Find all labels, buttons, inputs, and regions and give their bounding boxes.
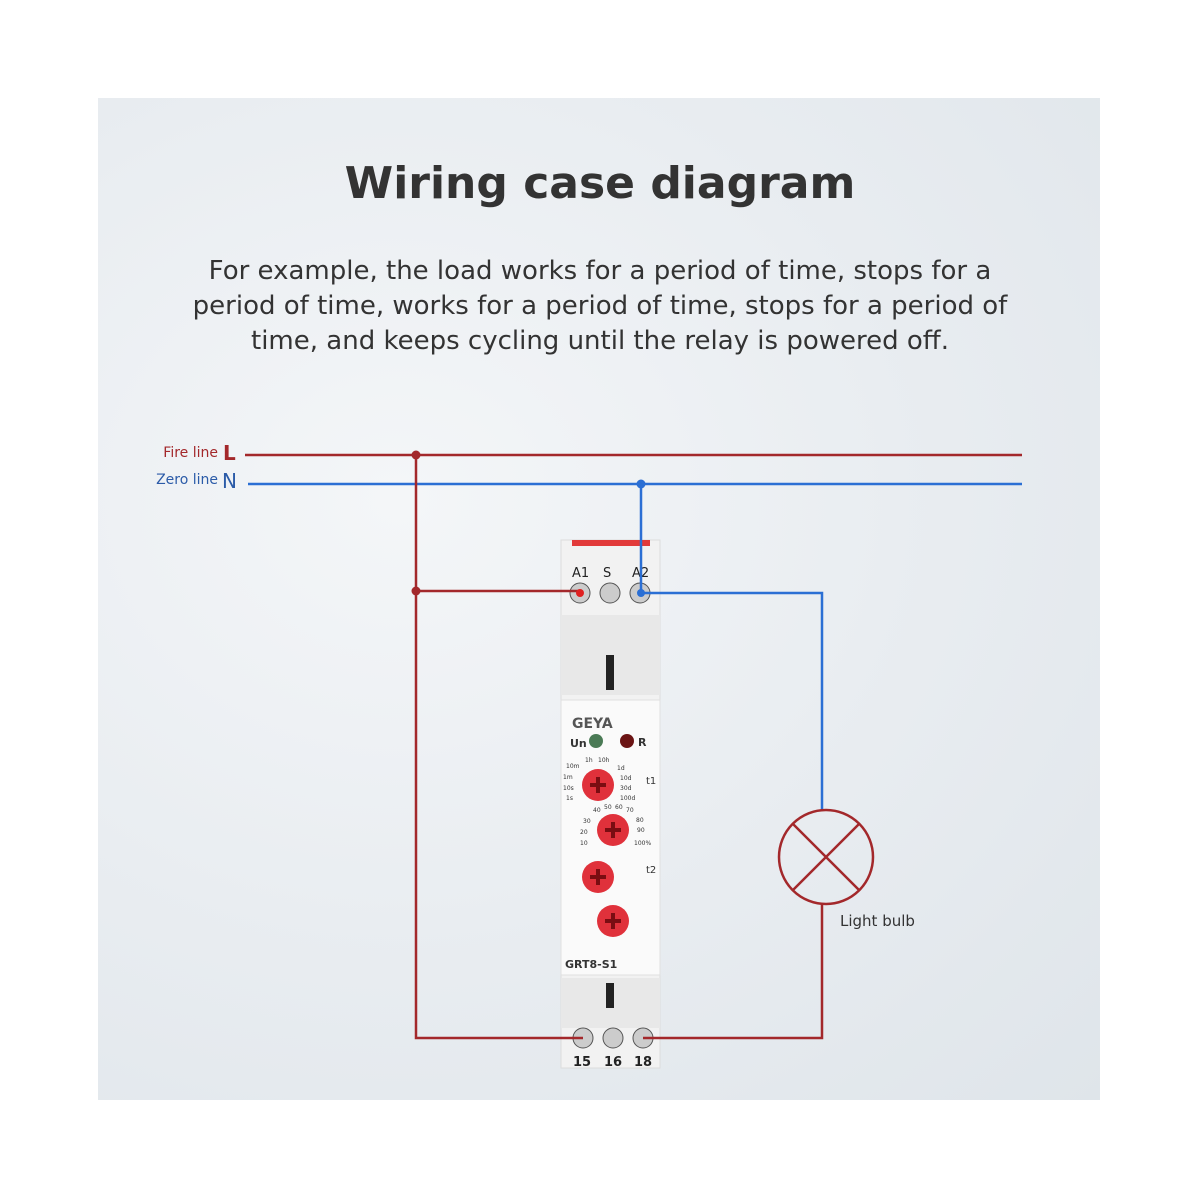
fire-line-label: Fire line — [163, 445, 218, 461]
scale-label: 20 — [580, 829, 588, 836]
terminal-s-label: S — [603, 566, 611, 581]
t1-label: t1 — [646, 776, 656, 787]
relay-model: GRT8-S1 — [565, 958, 617, 971]
power-led — [589, 734, 603, 748]
fire-to-relay-wire — [414, 455, 583, 1040]
page-title: Wiring case diagram — [344, 158, 856, 209]
scale-label: 60 — [615, 804, 623, 811]
scale-label: 1d — [617, 765, 625, 772]
scale-label: 70 — [626, 807, 634, 814]
terminal-a1-label: A1 — [572, 566, 589, 581]
scale-label: 80 — [636, 817, 644, 824]
scale-label: 100d — [620, 795, 635, 802]
fire-junction — [411, 450, 421, 460]
scale-label: 10d — [620, 775, 632, 782]
t1-time-range-dial[interactable] — [582, 769, 614, 801]
zero-line-label: Zero line — [156, 472, 218, 488]
scale-label: 10 — [580, 840, 588, 847]
terminal-s — [599, 582, 621, 604]
scale-label: 90 — [637, 827, 645, 834]
scale-label: 30d — [620, 785, 632, 792]
relay-to-bulb-wire — [643, 904, 824, 1040]
fire-line-symbol: L — [223, 441, 236, 465]
light-bulb-label: Light bulb — [840, 912, 915, 930]
led-relay-label: R — [638, 736, 647, 749]
scale-label: 10s — [563, 785, 574, 792]
terminal-15-label: 15 — [573, 1055, 591, 1070]
fire-junction — [411, 586, 421, 596]
a2-connection — [637, 589, 645, 597]
relay-led — [620, 734, 634, 748]
scale-label: 40 — [593, 807, 601, 814]
relay-brand: GEYA — [572, 716, 613, 732]
t2-percent-dial[interactable] — [597, 905, 629, 937]
scale-label: 50 — [604, 804, 612, 811]
description: For example, the load works for a period… — [192, 256, 1008, 356]
a1-connection — [576, 589, 584, 597]
terminal-18-label: 18 — [634, 1055, 652, 1070]
zero-line-symbol: N — [222, 469, 237, 493]
scale-label: 1h — [585, 757, 593, 764]
zero-to-relay-bulb-wire — [639, 484, 824, 810]
relay-module: GEYA Un R t1 t2 GRT8-S1 1s 10s 1m 10m 1h… — [560, 539, 661, 1070]
scale-label: 1m — [563, 774, 573, 781]
t1-percent-dial[interactable] — [597, 814, 629, 846]
terminal-16-label: 16 — [604, 1055, 622, 1070]
scale-label: 30 — [583, 818, 591, 825]
scale-label: 1s — [566, 795, 573, 802]
t2-time-range-dial[interactable] — [582, 861, 614, 893]
scale-label: 10m — [566, 763, 580, 770]
t2-label: t2 — [646, 865, 656, 876]
terminal-16 — [602, 1027, 624, 1049]
scale-label: 10h — [598, 757, 610, 764]
zero-junction — [636, 479, 646, 489]
led-power-label: Un — [570, 737, 587, 750]
scale-label: 100% — [634, 840, 651, 847]
light-bulb-icon — [777, 808, 875, 906]
